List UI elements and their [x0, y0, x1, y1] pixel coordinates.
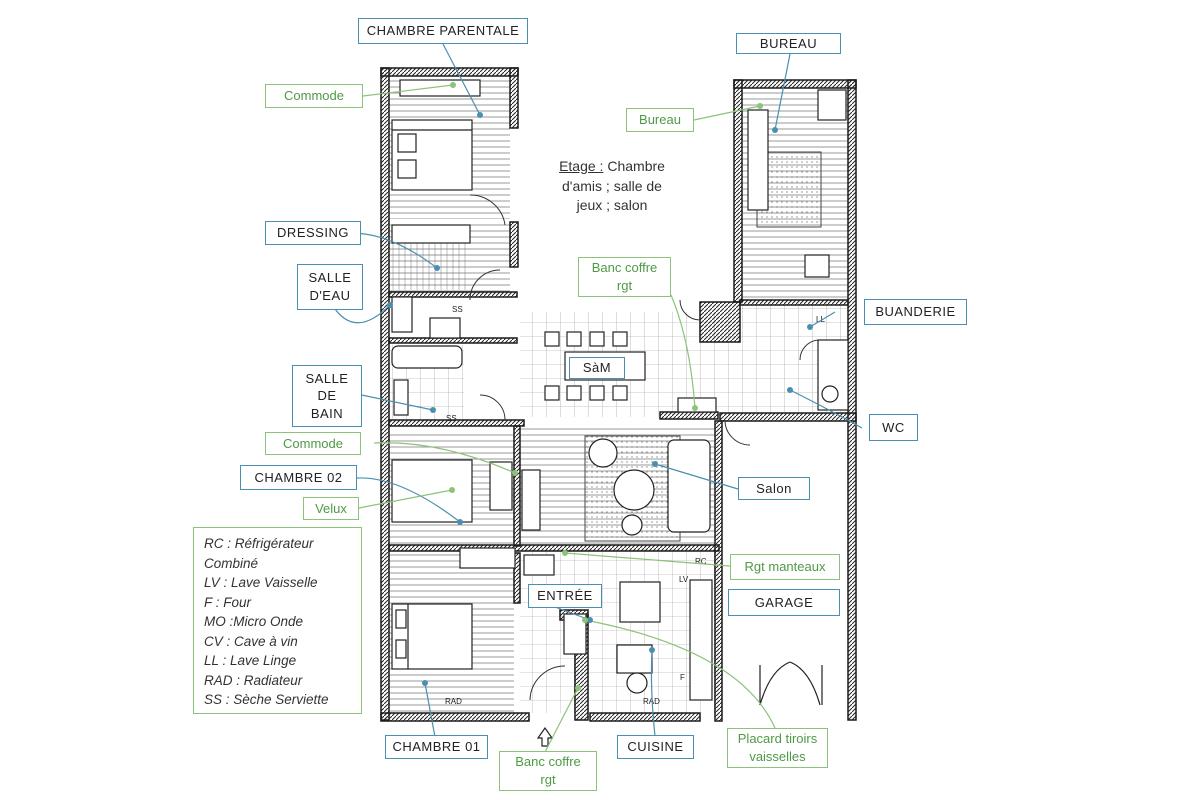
legend-item: CV : Cave à vin [204, 633, 298, 649]
label-rgt-manteaux: Rgt manteaux [730, 554, 840, 580]
label-cuisine: CUISINE [617, 735, 694, 759]
note-line-1: Etage : Chambre [548, 157, 676, 177]
note-title: Etage : [559, 158, 604, 174]
mark-ss1: SS [452, 305, 463, 314]
label-commode-mid: Commode [265, 432, 361, 455]
mark-f: F [680, 673, 685, 682]
label-bureau-room: BUREAU [736, 33, 841, 54]
mark-ll: LL [816, 315, 825, 324]
label-salle-deau: SALLE D'EAU [297, 264, 363, 310]
label-salle-de-bain-line2: DE [317, 388, 337, 404]
mark-rad1: RAD [445, 697, 462, 706]
mark-rad2: RAD [643, 697, 660, 706]
legend-item: F : Four [204, 594, 252, 610]
label-sam: SàM [569, 357, 625, 379]
mark-ss2: SS [446, 414, 457, 423]
legend-item: RAD : Radiateur [204, 672, 303, 688]
mark-rc: RC [695, 557, 707, 566]
label-bureau-desk: Bureau [626, 108, 694, 132]
label-banc-coffre-top-line2: rgt [616, 278, 633, 293]
label-chambre-02: CHAMBRE 02 [240, 465, 357, 490]
green-leaders [358, 84, 776, 753]
label-dressing: DRESSING [265, 221, 361, 245]
label-banc-coffre-top: Banc coffre rgt [578, 257, 671, 297]
legend-item: Combiné [204, 555, 259, 571]
label-placard-tiroirs: Placard tiroirs vaisselles [727, 728, 828, 768]
label-banc-coffre-bottom: Banc coffre rgt [499, 751, 597, 791]
label-wc: WC [869, 414, 918, 441]
green-anchors [449, 82, 763, 691]
label-chambre-parentale: CHAMBRE PARENTALE [358, 18, 528, 44]
blue-anchors [387, 112, 813, 686]
label-entree: ENTRÉE [528, 584, 602, 608]
entrance-arrow-icon [536, 726, 554, 747]
label-salle-deau-line2: D'EAU [309, 288, 351, 303]
legend-box: RC : Réfrigérateur Combiné LV : Lave Vai… [193, 527, 362, 714]
label-placard-line2: vaisselles [749, 749, 806, 764]
label-commode-top: Commode [265, 84, 363, 108]
label-buanderie: BUANDERIE [864, 299, 967, 325]
blue-leaders [332, 43, 863, 738]
label-salle-de-bain-line1: SALLE [305, 370, 349, 386]
legend-item: RC : Réfrigérateur [204, 536, 314, 551]
label-banc-coffre-bottom-line2: rgt [540, 772, 556, 787]
doors [469, 194, 819, 701]
label-placard-line1: Placard tiroirs [737, 731, 818, 747]
walls [380, 67, 857, 722]
upper-floor-note: Etage : Chambre d'amis ; salle de jeux ;… [548, 157, 676, 216]
legend-item: LL : Lave Linge [204, 653, 297, 668]
mark-lv: LV [679, 575, 689, 584]
note-line-3: jeux ; salon [576, 197, 648, 214]
label-garage: GARAGE [728, 589, 840, 616]
label-banc-coffre-bottom-line1: Banc coffre [515, 754, 581, 770]
legend-item: SS : Sèche Serviette [204, 692, 329, 707]
label-banc-coffre-top-line1: Banc coffre [591, 260, 658, 276]
sofa [667, 439, 711, 533]
label-salle-de-bain: SALLE DE BAIN [292, 365, 362, 427]
note-line-2: d'amis ; salle de [562, 177, 662, 194]
label-salon: Salon [738, 477, 810, 500]
label-salle-deau-line1: SALLE [308, 270, 352, 286]
coffee-table [613, 469, 655, 511]
label-velux: Velux [303, 497, 359, 520]
legend-item: MO :Micro Onde [204, 614, 304, 629]
note-line1-text: Chambre [603, 158, 665, 174]
label-salle-de-bain-line3: BAIN [310, 405, 344, 421]
label-chambre-01: CHAMBRE 01 [385, 735, 488, 759]
legend-item: LV : Lave Vaisselle [204, 575, 318, 590]
furniture-drawings [391, 79, 849, 706]
